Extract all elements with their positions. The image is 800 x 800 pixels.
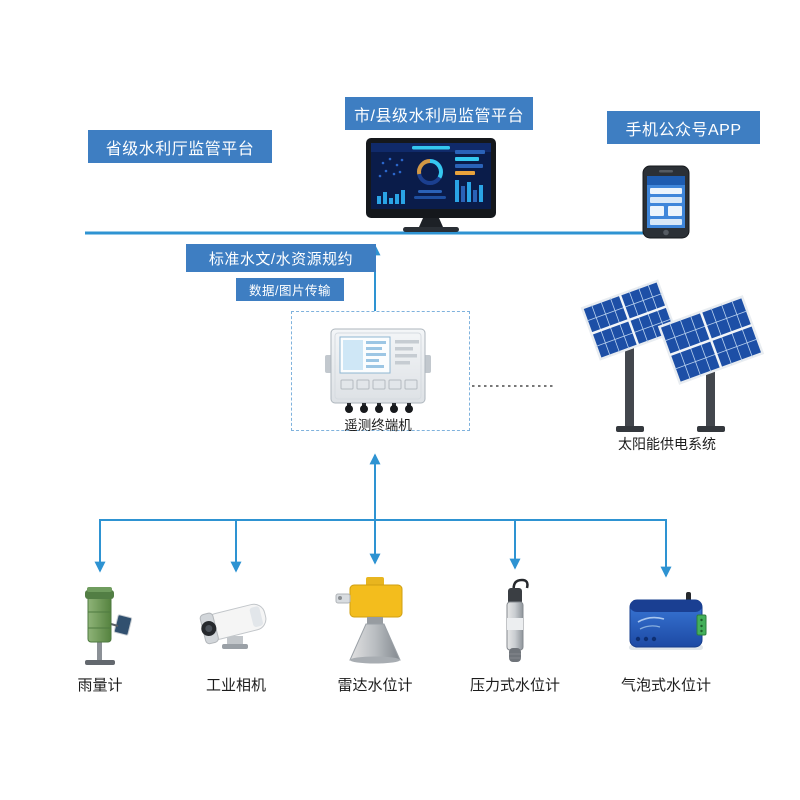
phone-home-button (663, 229, 669, 236)
dashboard-map-dots (378, 157, 404, 178)
rain-gauge-illustration (85, 587, 133, 665)
rtu-label: 遥测终端机 (344, 418, 412, 433)
platform-mobile-app-box: 手机公众号APP (607, 111, 760, 144)
connection-lines (85, 231, 682, 578)
solar-label: 太阳能供电系统 (618, 436, 716, 452)
probe-cable (512, 578, 529, 593)
sensor-label-pressure: 压力式水位计 (469, 677, 560, 694)
rtu-dashed-zone (291, 311, 470, 431)
camera-illustration (199, 603, 267, 649)
platform-city-county-box: 市/县级水利局监管平台 (345, 97, 533, 130)
solar-panel-left (580, 279, 678, 361)
phone-speaker (659, 170, 673, 173)
sensor-label-radar: 雷达水位计 (337, 677, 413, 694)
data-transfer-label-box: 数据/图片传输 (236, 278, 344, 301)
monitor-illustration (366, 138, 496, 232)
sensor-label-rain-gauge: 雨量计 (77, 677, 123, 694)
phone-illustration (642, 165, 690, 239)
solar-panel-right (657, 295, 765, 385)
platform-provincial-box: 省级水利厅监管平台 (88, 130, 272, 163)
radar-horn (349, 623, 401, 661)
rtu-connectors (345, 403, 413, 413)
rtu-illustration (325, 328, 431, 413)
sensor-label-camera: 工业相机 (205, 677, 266, 694)
radar-gauge-illustration (335, 577, 403, 664)
solar-system-illustration (580, 279, 765, 432)
protocol-label-box: 标准水文/水资源规约 (186, 244, 376, 272)
sensor-label-bubble: 气泡式水位计 (620, 677, 711, 694)
bubble-gauge-illustration (629, 592, 707, 650)
pressure-gauge-illustration (506, 578, 529, 662)
dashboard-right-panel (455, 150, 485, 202)
dashboard-left-bars (377, 190, 405, 204)
rtu-buttons (340, 379, 418, 390)
